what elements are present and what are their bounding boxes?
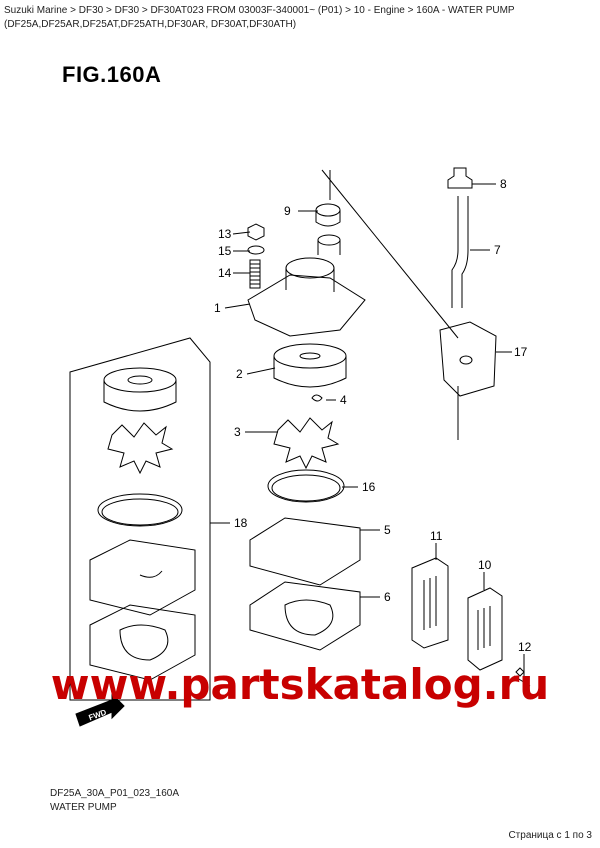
breadcrumb: Suzuki Marine > DF30 > DF30 > DF30AT023 … bbox=[4, 5, 515, 30]
part-6 bbox=[249, 581, 361, 651]
part-15 bbox=[247, 245, 265, 255]
part-11 bbox=[411, 557, 449, 649]
part-7 bbox=[451, 196, 469, 308]
callout-18: 18 bbox=[234, 516, 248, 530]
callout-11: 11 bbox=[430, 529, 443, 543]
fwd-arrow bbox=[75, 692, 125, 727]
kit-18-contents bbox=[89, 367, 196, 681]
callout-2: 2 bbox=[236, 367, 243, 381]
part-9 bbox=[315, 203, 341, 227]
callout-14: 14 bbox=[218, 266, 232, 280]
callout-numbers: 13 15 14 1 2 3 18 9 4 16 5 6 8 7 17 11 1… bbox=[87, 177, 531, 722]
callout-13: 13 bbox=[218, 227, 232, 241]
part-3 bbox=[273, 417, 340, 470]
leader-lines bbox=[210, 183, 525, 676]
part-5 bbox=[249, 517, 361, 586]
callout-4: 4 bbox=[340, 393, 347, 407]
figure-title: FIG.160A bbox=[62, 62, 162, 87]
part-4 bbox=[311, 394, 323, 402]
page-indicator: Страница с 1 по 3 bbox=[508, 830, 592, 841]
drawing-code: DF25A_30A_P01_023_160A bbox=[50, 788, 179, 799]
part-13 bbox=[247, 223, 265, 241]
kit-18-frame bbox=[69, 337, 211, 701]
callout-5: 5 bbox=[384, 523, 391, 537]
part-17 bbox=[439, 321, 497, 397]
callout-3: 3 bbox=[234, 425, 241, 439]
callout-7: 7 bbox=[494, 243, 501, 257]
part-14 bbox=[249, 259, 261, 289]
part-8 bbox=[447, 167, 473, 189]
callout-8: 8 bbox=[500, 177, 507, 191]
part-16 bbox=[267, 469, 345, 503]
part-2 bbox=[273, 343, 347, 388]
callout-1: 1 bbox=[214, 301, 221, 315]
callout-16: 16 bbox=[362, 480, 376, 494]
drawing-caption: WATER PUMP bbox=[50, 802, 117, 813]
part-1 bbox=[247, 234, 366, 337]
shaft-guide-line bbox=[321, 169, 459, 339]
callout-12: 12 bbox=[518, 640, 532, 654]
callout-10: 10 bbox=[478, 558, 492, 572]
callout-15: 15 bbox=[218, 244, 232, 258]
callout-9: 9 bbox=[284, 204, 291, 218]
part-10 bbox=[467, 587, 503, 671]
callout-17: 17 bbox=[514, 345, 528, 359]
callout-6: 6 bbox=[384, 590, 391, 604]
watermark: www.partskatalog.ru bbox=[50, 660, 550, 709]
